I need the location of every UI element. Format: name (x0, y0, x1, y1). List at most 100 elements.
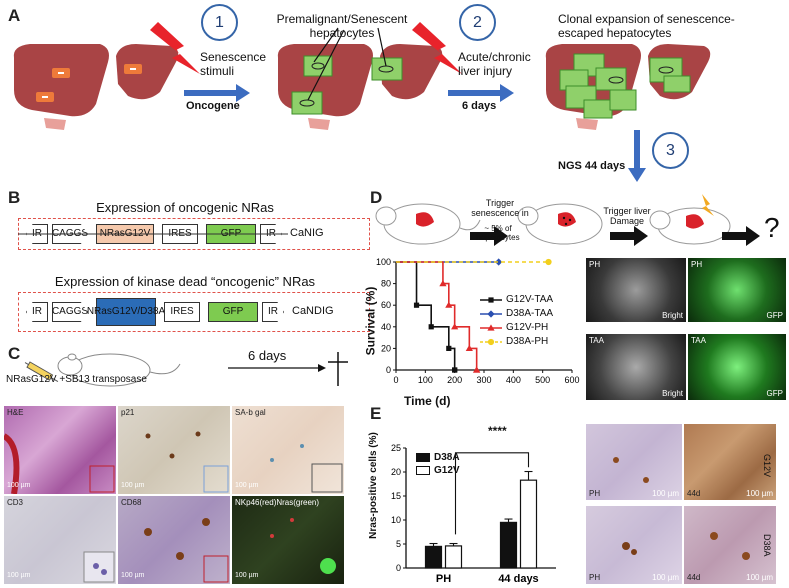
survival-xlabel: Time (d) (404, 394, 451, 408)
ph-gfp-photo: PH GFP (688, 258, 786, 322)
ph-bright-caption: Bright (662, 311, 683, 320)
survival-marker-g12v-taa (446, 345, 452, 351)
survival-y-tick-label: 0 (386, 365, 391, 375)
survival-legend-marker (487, 338, 495, 345)
arrow-final-icon (722, 226, 760, 246)
survival-series-g12v-taa (396, 261, 456, 370)
cd68-scale-label: 100 µm (121, 572, 145, 579)
survival-legend-marker (487, 323, 495, 331)
cd3-scale-label: 100 µm (7, 572, 31, 579)
bar-legend-label: D38A (434, 452, 460, 463)
survival-marker-g12v-ph (473, 366, 481, 373)
survival-legend-swatch (480, 338, 502, 345)
bar-y-tick-label: 25 (391, 443, 401, 453)
construct-2-nras: NRasG12V/D38A (87, 298, 165, 326)
d38a-ph-scale: 100 µm (652, 573, 679, 582)
d38a-44d-photo: 44d 100 µm (684, 506, 776, 584)
question-mark: ? (764, 212, 780, 243)
survival-ylabel: Survival (%) (363, 286, 378, 356)
panel-c-letter: C (8, 344, 21, 363)
survival-legend-label: G12V-TAA (506, 294, 554, 305)
bar-y-tick-label: 15 (391, 491, 401, 501)
panel-a-letter: A (8, 6, 21, 25)
taa-gfp-caption: GFP (766, 389, 783, 398)
g12v-side-label: G12V (762, 454, 772, 478)
bar-ylabel: Nras-positive cells (%) (367, 432, 379, 539)
arrow-trigger-1-icon (470, 226, 508, 246)
bar-category-label: 44 days (498, 573, 538, 585)
survival-marker-g12v-ph (451, 323, 459, 330)
survival-legend-d38a-ph: D38A-PH (480, 336, 548, 347)
construct-1-backbone (18, 233, 288, 235)
cd3-stain-label: CD3 (7, 498, 24, 507)
he-stain-label: H&E (7, 408, 24, 417)
bar-d38a (424, 545, 443, 569)
sa-b-gal-stain-image: SA-b gal 100 µm (232, 406, 344, 494)
bar-d38a (499, 521, 518, 569)
survival-legend-swatch (480, 323, 502, 331)
survival-y-tick-label: 80 (381, 279, 391, 289)
construct-1-title: Expression of oncogenic NRas (96, 200, 274, 215)
bar-legend-d38a: D38A (416, 452, 460, 463)
taa-bright-tag: TAA (589, 336, 604, 345)
cd68-stain-label: CD68 (121, 498, 142, 507)
taa-gfp-tag: TAA (691, 336, 706, 345)
clonal-expansion-label: Clonal expansion of senescence-escaped h… (558, 12, 735, 40)
liver-senescent (277, 27, 443, 130)
arrow-2-icon (448, 84, 514, 102)
survival-marker-g12v-ph (465, 344, 473, 351)
ph-gfp-caption: GFP (766, 311, 783, 320)
g12v-44d-tag: 44d (687, 489, 701, 498)
survival-y-tick-label: 60 (381, 300, 391, 310)
survival-x-tick-label: 100 (418, 375, 433, 385)
survival-x-tick-label: 400 (506, 375, 521, 385)
survival-x-tick-label: 300 (476, 375, 491, 385)
step-1-circle: 1 (201, 4, 238, 41)
survival-x-tick-label: 0 (393, 375, 398, 385)
g12v-ph-scale: 100 µm (652, 489, 679, 498)
ph-bright-tag: PH (589, 260, 601, 269)
construct-2-name: CaNDIG (292, 305, 334, 317)
survival-x-tick-label: 200 (447, 375, 462, 385)
trigger-senescence-sub: ~ 5% of hepatocytes (476, 224, 520, 242)
ph-gfp-tag: PH (691, 260, 703, 269)
taa-gfp-photo: TAA GFP (688, 334, 786, 400)
lightning-bolt-2-icon (412, 22, 462, 74)
bar-y-tick-label: 10 (391, 515, 401, 525)
taa-bright-photo: TAA Bright (586, 334, 686, 400)
survival-legend-label: D38A-PH (506, 336, 549, 347)
step-2-circle: 2 (459, 4, 496, 41)
d38a-side-label: D38A (762, 534, 772, 557)
sa-b-gal-scale-label: 100 µm (235, 482, 259, 489)
construct-2-ires: IRES (164, 302, 200, 322)
bar-legend-swatch (416, 453, 430, 462)
nkp46-stain-image: NKp46(red)Nras(green) 100 µm (232, 496, 344, 584)
construct-2-title: Expression of kinase dead “oncogenic” NR… (54, 274, 316, 289)
ph-bright-photo: PH Bright (586, 258, 686, 322)
bar-y-tick-label: 0 (396, 563, 401, 573)
bar-legend-g12v: G12V (416, 465, 460, 476)
survival-marker-g12v-ph (439, 280, 447, 287)
survival-x-tick-label: 500 (535, 375, 550, 385)
liver-injury-label: Acute/chronic liver injury (458, 50, 531, 78)
survival-x-tick-label: 600 (564, 375, 579, 385)
taa-bright-caption: Bright (662, 389, 683, 398)
bar-legend-label: G12V (434, 465, 460, 476)
survival-y-tick-label: 40 (381, 322, 391, 332)
survival-marker-d38a-taa (495, 258, 503, 266)
survival-legend-g12v-taa: G12V-TAA (480, 294, 553, 305)
step-3-circle: 3 (652, 132, 689, 169)
senescence-stimuli-label: Senescence stimuli (200, 50, 267, 78)
survival-marker-g12v-ph (445, 301, 453, 308)
syringe-icon (24, 361, 59, 383)
survival-legend-marker (488, 296, 494, 303)
g12v-44d-scale: 100 µm (746, 489, 773, 498)
d38a-44d-scale: 100 µm (746, 573, 773, 582)
construct-2-gfp: GFP (208, 302, 258, 322)
panel-d-schematic (375, 194, 760, 246)
panel-e-letter: E (370, 404, 382, 423)
panel-a-diagram (13, 22, 711, 182)
premalignant-label: Premalignant/Senescent hepatocytes (276, 12, 408, 40)
